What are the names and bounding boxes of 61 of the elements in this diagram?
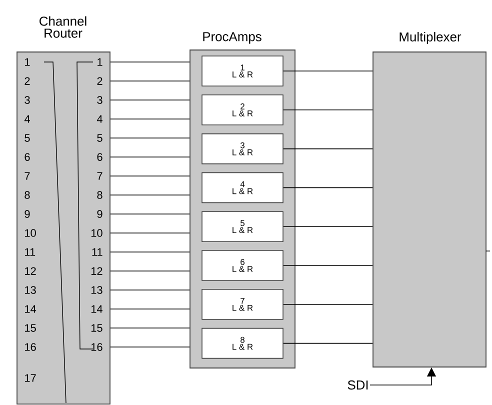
channel-box: 2 L & R xyxy=(202,94,284,126)
node-label: ProcAmps xyxy=(203,32,262,44)
channel-number: 8 xyxy=(97,191,102,199)
channel-number: 10 xyxy=(25,229,36,237)
channel-box: 5 L & R xyxy=(202,211,284,242)
channel-number: 6 xyxy=(97,153,102,161)
channel-number: 1 xyxy=(25,58,30,66)
connector-line xyxy=(283,70,373,72)
channel-number: 9 xyxy=(24,210,30,218)
connector-line xyxy=(110,308,190,310)
channel-number: 10 xyxy=(91,229,102,237)
input-label: SDI xyxy=(348,380,368,390)
connector-line xyxy=(110,80,190,82)
channel-number: 7 xyxy=(97,172,102,180)
connector-line xyxy=(110,118,190,120)
channel-number: 2 xyxy=(24,77,30,85)
connector-line xyxy=(110,194,190,196)
channel-number: 16 xyxy=(25,343,36,351)
connector-line xyxy=(110,346,190,348)
channel-number: 12 xyxy=(91,267,102,275)
connector-line xyxy=(283,148,373,150)
channel-number: 5 xyxy=(24,134,30,142)
connector-line xyxy=(110,156,190,158)
channel-number: 17 xyxy=(25,374,36,382)
channel-box: 7 L & R xyxy=(202,289,284,320)
connector-line xyxy=(283,226,373,227)
connector-line xyxy=(110,270,190,272)
block-box: Multiplexer xyxy=(372,32,486,368)
channel-number: 16 xyxy=(91,343,102,351)
channel-number: 4 xyxy=(96,115,102,123)
channel-box: 1 L & R xyxy=(202,56,284,86)
channel-number: 9 xyxy=(97,210,102,218)
channel-number: 14 xyxy=(91,305,102,313)
channel-number: 5 xyxy=(97,134,102,142)
channel-number: 8 xyxy=(24,191,30,199)
connector-line xyxy=(283,187,373,188)
channel-number: 3 xyxy=(24,96,30,104)
channel-number: 15 xyxy=(91,324,102,332)
node-label: Channel Router xyxy=(40,16,86,38)
channel-box: 8 L & R xyxy=(202,328,284,359)
connector-line xyxy=(283,265,373,266)
node-label: Multiplexer xyxy=(400,32,462,44)
channel-box: 4 L & R xyxy=(202,172,284,204)
channel-number: 15 xyxy=(25,324,36,332)
channel-number: 6 xyxy=(24,153,30,161)
connector-line xyxy=(110,232,190,234)
channel-number: 13 xyxy=(91,286,102,294)
channel-number: 2 xyxy=(97,77,102,85)
channel-box: 3 L & R xyxy=(202,133,284,164)
channel-box: 6 L & R xyxy=(202,250,284,281)
channel-number: 11 xyxy=(92,248,102,256)
channel-number: 14 xyxy=(25,305,36,313)
connector-line xyxy=(283,304,373,305)
channel-number: 7 xyxy=(24,172,30,180)
channel-number: 1 xyxy=(98,58,102,66)
channel-number: 3 xyxy=(97,96,102,104)
channel-number: 4 xyxy=(24,115,30,123)
connector-line xyxy=(283,342,373,344)
channel-number: 11 xyxy=(25,248,36,256)
channel-number: 12 xyxy=(25,267,36,275)
channel-number: 13 xyxy=(25,286,36,294)
